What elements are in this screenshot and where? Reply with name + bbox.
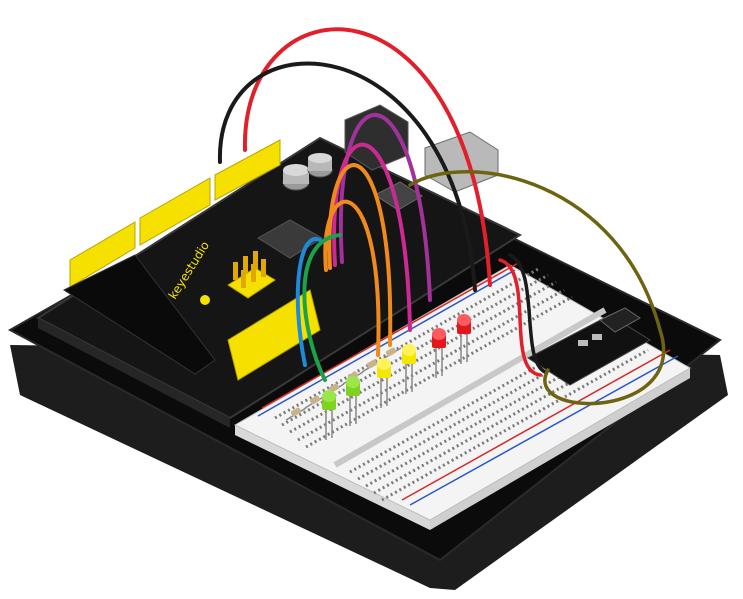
wires: [217, 27, 665, 406]
sensor-module: [527, 307, 651, 386]
resistor-1: [285, 407, 307, 421]
sensor-module-pcb: [527, 314, 651, 386]
wire-green: [302, 233, 342, 382]
led-green-1: [322, 390, 336, 440]
wire-orange-2: [323, 199, 381, 357]
center-channel: [333, 307, 607, 468]
wire-red-short: [498, 258, 542, 377]
wire-olive: [408, 170, 665, 406]
capacitor-2-top: [308, 153, 332, 163]
rail-red-right: [401, 349, 671, 501]
breadboard-side: [235, 425, 430, 530]
header-black-left: [62, 254, 216, 375]
led-green-2: [346, 376, 360, 426]
rail-blue-left: [257, 269, 516, 417]
wire-black: [217, 61, 477, 292]
brand-logo-icon: [200, 295, 210, 305]
header-yellow-top-2: [139, 177, 211, 246]
breadboard-side-right: [430, 368, 690, 530]
resistor-6: [380, 347, 402, 361]
wire-blue: [295, 236, 322, 367]
header-yellow-top-1: [69, 221, 136, 288]
led-red-1: [432, 328, 446, 378]
resistor-2: [304, 395, 326, 409]
sensor-module-chip: [578, 340, 588, 346]
wire-black-short: [508, 253, 547, 374]
led-yellow-2: [402, 344, 416, 394]
icsp-header: [227, 251, 276, 299]
wire-purple: [339, 113, 432, 302]
header-yellow-top-3: [214, 139, 281, 201]
controller-board-side: [38, 318, 230, 428]
rail-blue-right: [409, 355, 679, 506]
wire-red: [242, 27, 492, 287]
chip-large: [257, 219, 323, 259]
sensor-module-chip-2: [592, 334, 602, 340]
leds: [322, 314, 471, 440]
led-red-2: [457, 314, 471, 364]
led-yellow-1: [377, 358, 391, 408]
sensor-module-connector: [599, 307, 641, 333]
capacitor-1-top: [283, 164, 309, 176]
